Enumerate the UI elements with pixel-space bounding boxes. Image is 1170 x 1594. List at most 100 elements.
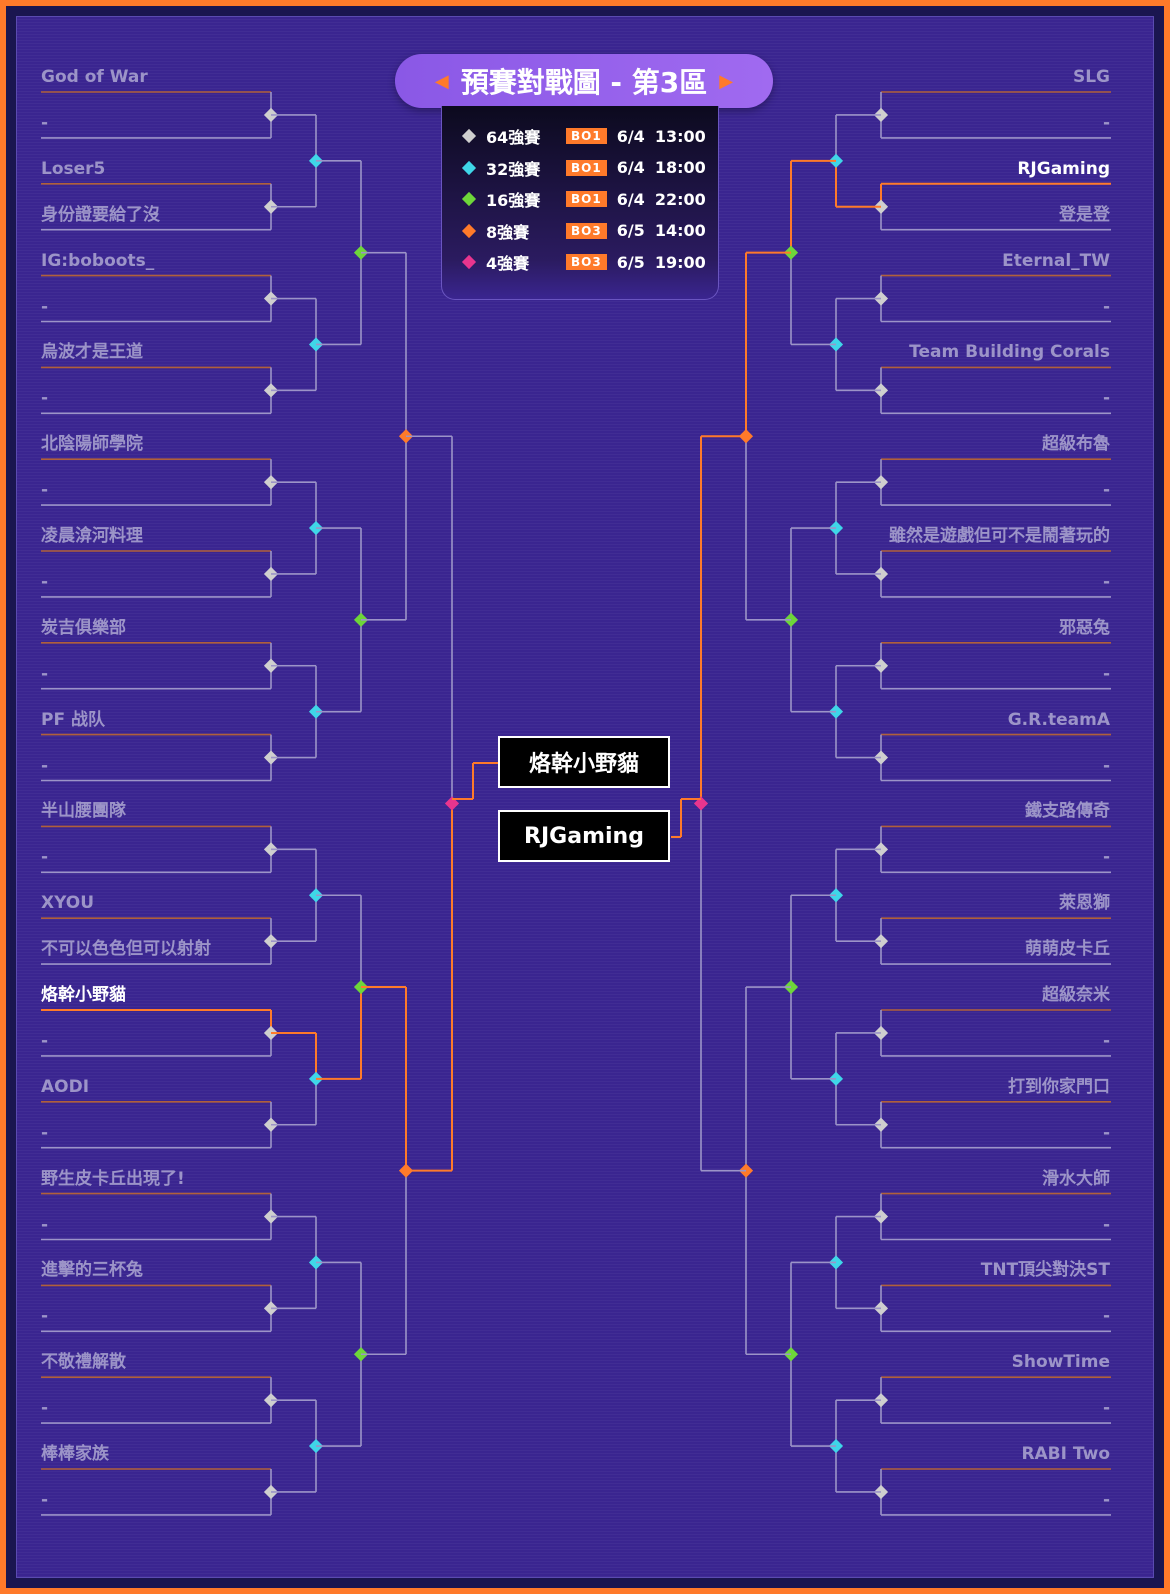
right-team-27[interactable]: - (1102, 1306, 1110, 1327)
title-text: 預賽對戰圖 - 第3區 (460, 66, 708, 99)
left-team-19[interactable]: 不可以色色但可以射射 (41, 939, 211, 960)
right-team-0[interactable]: SLG (1072, 67, 1110, 87)
diamond-icon (461, 128, 477, 144)
left-team-13[interactable]: - (41, 663, 49, 684)
bracket-lines (41, 91, 1111, 1516)
left-team-2[interactable]: Loser5 (41, 158, 106, 179)
right-team-4[interactable]: Eternal_TW (1002, 250, 1110, 271)
next-arrow-icon[interactable]: ▶ (719, 70, 734, 92)
right-team-11[interactable]: - (1102, 571, 1110, 592)
legend-round: 8強賽 (486, 222, 530, 242)
right-team-3[interactable]: 登是登 (1059, 204, 1110, 225)
left-team-14[interactable]: PF 战队 (41, 709, 105, 730)
right-team-12[interactable]: 邪惡兔 (1059, 617, 1110, 638)
left-team-16[interactable]: 半山腰團隊 (41, 801, 126, 822)
diamond-icon (461, 223, 477, 238)
right-team-19[interactable]: 萌萌皮卡丘 (1025, 939, 1110, 960)
legend-time: 18:00 (654, 158, 706, 177)
left-team-24[interactable]: 野生皮卡丘出現了! (41, 1168, 185, 1189)
diamond-icon (461, 191, 477, 207)
left-team-15[interactable]: - (41, 755, 49, 776)
legend-time: 13:00 (654, 126, 706, 146)
right-team-26[interactable]: TNT頂尖對決ST (980, 1260, 1110, 1281)
right-team-24[interactable]: 滑水大師 (1042, 1168, 1110, 1189)
legend-time: 22:00 (654, 189, 706, 209)
right-team-13[interactable]: - (1102, 663, 1110, 684)
left-team-7[interactable]: - (41, 388, 49, 409)
prev-arrow-icon[interactable]: ◀ (434, 70, 449, 92)
left-team-27[interactable]: - (41, 1306, 49, 1327)
right-team-10[interactable]: 雖然是遊戲但可不是鬧著玩的 (889, 526, 1110, 546)
right-team-15[interactable]: - (1102, 755, 1110, 776)
left-team-20[interactable]: 烙幹小野貓 (41, 985, 126, 1005)
left-team-17[interactable]: - (41, 847, 49, 868)
left-team-8[interactable]: 北陰陽師學院 (41, 434, 143, 455)
left-team-25[interactable]: - (41, 1214, 49, 1235)
right-team-2[interactable]: RJGaming (1017, 158, 1110, 179)
bracket-title: ◀ 預賽對戰圖 - 第3區 ▶ (395, 54, 773, 108)
right-team-18[interactable]: 萊恩獅 (1059, 893, 1110, 914)
right-team-8[interactable]: 超級布魯 (1042, 434, 1110, 455)
legend-date: 6/4 (616, 158, 645, 177)
right-team-1[interactable]: - (1102, 112, 1110, 133)
legend-row: 32強賽 BO1 6/4 18:00 (461, 156, 706, 180)
right-team-16[interactable]: 鐵支路傳奇 (1025, 801, 1110, 822)
legend-round: 64強賽 (486, 128, 541, 147)
left-team-31[interactable]: - (41, 1489, 49, 1510)
left-team-10[interactable]: 凌晨渰河料理 (41, 526, 143, 546)
legend-round: 32強賽 (486, 159, 541, 179)
left-team-11[interactable]: - (41, 571, 49, 592)
legend-date: 6/5 (616, 252, 645, 272)
legend-bo-badge: BO3 (566, 222, 607, 239)
legend-bo-badge: BO1 (566, 191, 607, 207)
legend-row: 4強賽 BO3 6/5 19:00 (461, 250, 706, 274)
right-team-7[interactable]: - (1102, 388, 1110, 409)
finalist-right[interactable]: RJGaming (498, 810, 670, 862)
left-team-23[interactable]: - (41, 1122, 49, 1143)
legend-round: 4強賽 (486, 254, 530, 273)
legend-row: 64強賽 BO1 6/4 13:00 (461, 124, 706, 148)
right-team-28[interactable]: ShowTime (1011, 1352, 1110, 1373)
right-team-30[interactable]: RABI Two (1021, 1444, 1110, 1464)
left-team-0[interactable]: God of War (41, 67, 148, 87)
left-team-22[interactable]: AODI (41, 1076, 90, 1097)
right-team-31[interactable]: - (1102, 1489, 1110, 1510)
legend-date: 6/4 (616, 126, 645, 146)
right-team-23[interactable]: - (1102, 1122, 1110, 1143)
legend-bo-badge: BO1 (566, 159, 607, 176)
left-team-28[interactable]: 不敬禮解散 (41, 1352, 126, 1373)
left-team-6[interactable]: 烏波才是王道 (41, 342, 143, 363)
left-team-9[interactable]: - (41, 480, 49, 501)
right-team-5[interactable]: - (1102, 296, 1110, 317)
diamond-icon (461, 160, 477, 175)
left-team-26[interactable]: 進擊的三杯兔 (41, 1260, 143, 1281)
right-team-20[interactable]: 超級奈米 (1042, 985, 1110, 1005)
right-team-6[interactable]: Team Building Corals (909, 342, 1110, 363)
right-team-29[interactable]: - (1102, 1398, 1110, 1419)
left-team-5[interactable]: - (41, 296, 49, 317)
legend-time: 14:00 (654, 221, 706, 240)
right-team-14[interactable]: G.R.teamA (1007, 709, 1110, 730)
legend-date: 6/4 (616, 189, 645, 209)
left-team-1[interactable]: - (41, 112, 49, 133)
right-team-22[interactable]: 打到你家門口 (1008, 1076, 1110, 1097)
legend-bo-badge: BO3 (566, 254, 607, 270)
finalist-left[interactable]: 烙幹小野貓 (498, 736, 670, 788)
left-team-21[interactable]: - (41, 1030, 49, 1051)
left-team-30[interactable]: 棒棒家族 (41, 1444, 109, 1464)
right-team-9[interactable]: - (1102, 480, 1110, 501)
legend-time: 19:00 (654, 252, 706, 272)
legend-bo-badge: BO1 (566, 128, 607, 144)
diamond-icon (461, 254, 477, 270)
right-team-21[interactable]: - (1102, 1030, 1110, 1051)
right-team-17[interactable]: - (1102, 847, 1110, 868)
left-team-4[interactable]: IG:boboots_ (41, 250, 155, 271)
left-team-3[interactable]: 身份證要給了沒 (41, 204, 160, 225)
left-team-29[interactable]: - (41, 1398, 49, 1419)
left-team-18[interactable]: XYOU (41, 893, 95, 914)
left-team-12[interactable]: 炭吉俱樂部 (41, 617, 126, 638)
right-team-25[interactable]: - (1102, 1214, 1110, 1235)
